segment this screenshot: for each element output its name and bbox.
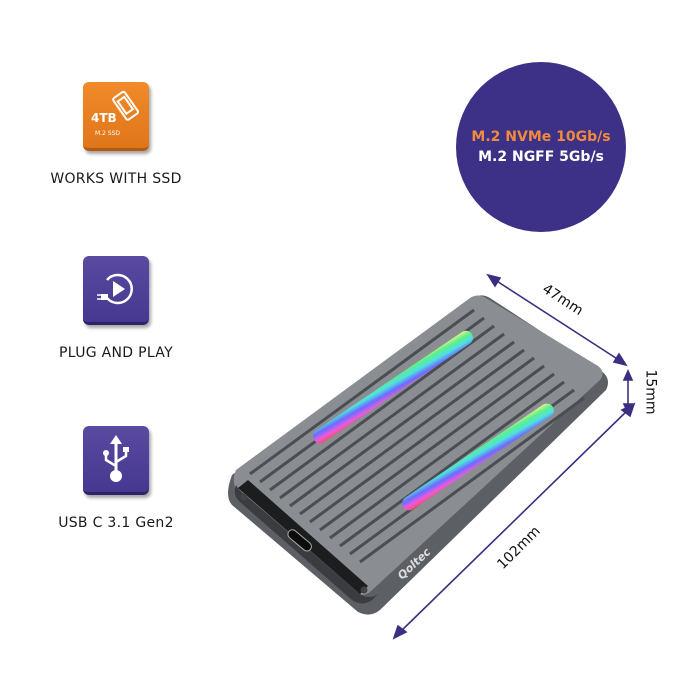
badge-ngff-speed: M.2 NGFF 5Gb/s (478, 149, 604, 165)
ssd-chip-icon: 4TB M.2 SSD (91, 90, 140, 137)
usb-tile (83, 426, 149, 495)
usb-icon (103, 435, 129, 482)
ssd-tile: 4TB M.2 SSD (83, 82, 149, 151)
rgb-led-strip (402, 403, 554, 511)
rgb-led-strip (313, 330, 473, 444)
speed-badge: M.2 NVMe 10Gb/s M.2 NGFF 5Gb/s (456, 62, 626, 232)
screw-icon (240, 493, 248, 501)
svg-text:4TB: 4TB (91, 111, 117, 125)
dimension-arrows (392, 273, 636, 640)
feature-label: WORKS WITH SSD (50, 171, 182, 187)
dimension-height: 15mm (642, 369, 659, 415)
feature-label: PLUG AND PLAY (59, 345, 173, 361)
usb-c-port[interactable] (286, 528, 313, 553)
badge-nvme-speed: M.2 NVMe 10Gb/s (471, 129, 611, 145)
feature-ssd: 4TB M.2 SSD WORKS WITH SSD (0, 82, 232, 187)
feature-usb: USB C 3.1 Gen2 (0, 426, 232, 531)
feature-plug-play: PLUG AND PLAY (0, 256, 232, 361)
plug-play-icon (97, 273, 133, 305)
svg-text:M.2 SSD: M.2 SSD (95, 130, 120, 137)
screw-icon (360, 586, 368, 594)
feature-label: USB C 3.1 Gen2 (58, 515, 174, 531)
heat-fins (249, 308, 585, 564)
plug-play-tile (83, 256, 149, 325)
